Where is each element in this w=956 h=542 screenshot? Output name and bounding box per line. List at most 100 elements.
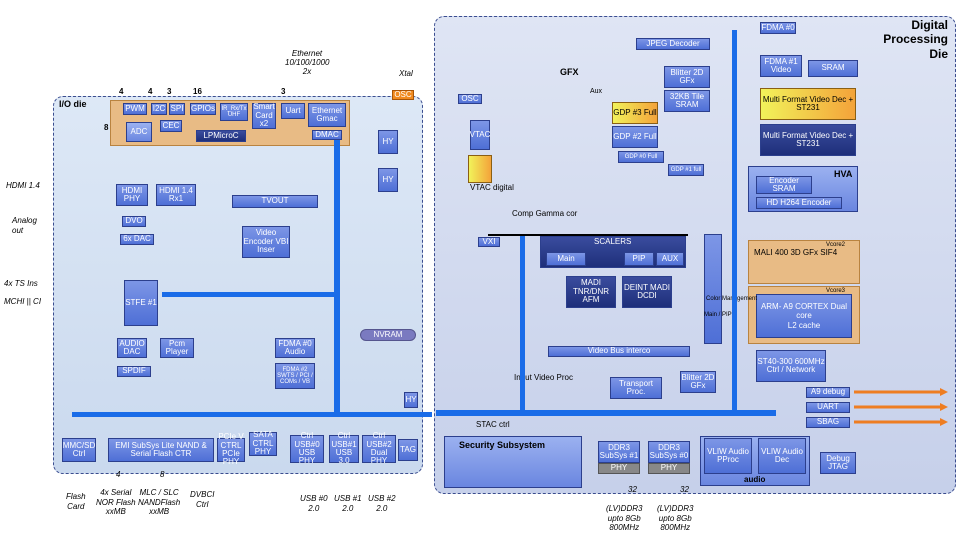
color-mgmt-label: Color Management (706, 296, 758, 302)
emi-bus-width: 4 (116, 470, 121, 479)
deint-block: DEINT MADI DCDI (622, 276, 672, 308)
encoder-sram-block: Encoder SRAM (756, 176, 812, 194)
fdma1-block: FDMA #1 Video (760, 55, 802, 77)
hy-block: HY (378, 130, 398, 154)
dp-right-vbus (732, 30, 737, 416)
aux2-block: AUX (656, 252, 684, 266)
video-encoder-block: Video Encoder VBI Inser (242, 226, 290, 258)
fdma0-block: FDMA #0 (760, 22, 796, 34)
hy-block: HY (378, 168, 398, 192)
dp-bottom-bus (436, 410, 776, 416)
vtac-digital-block (468, 155, 492, 183)
uart-block: UART (806, 402, 850, 413)
uart-block: Uart (281, 103, 305, 119)
madi1-block: MADI TNR/DNR AFM (566, 276, 616, 308)
blitter2-block: Blitter 2D GFx (680, 371, 716, 393)
stfe-block: STFE #1 (124, 280, 158, 326)
fdma2-block: FDMA #2 SWTS / PCI / COMs / VB (275, 363, 315, 389)
security-block: Security Subsystem (444, 436, 582, 488)
spi-block: SPI (169, 103, 185, 115)
smartcard-block: Smart Card x2 (252, 102, 276, 129)
pin-count: 4 (148, 87, 153, 96)
st40-block: ST40-300 600MHz Ctrl / Network (756, 350, 826, 382)
vcore2-label: Vcore2 (826, 242, 846, 248)
audio-dac-block: AUDIO DAC (117, 338, 147, 358)
scalers-label: SCALERS (594, 237, 632, 246)
pin-count: 16 (193, 87, 202, 96)
video-bus-block: Video Bus interco (548, 346, 690, 357)
sram-block: SRAM (808, 60, 858, 77)
nand-bus-width: 8 (160, 470, 165, 479)
tile-sram-block: 32KB Tile SRAM (664, 90, 710, 112)
vxi-block: VXI (478, 237, 500, 247)
adc-bus-width: 8 (104, 123, 109, 132)
usb0-block: Ctrl USB#0 USB PHY (290, 432, 324, 465)
pin-count: 3 (281, 87, 286, 96)
vtac-digital-label: VTAC digital (470, 183, 514, 192)
dmac-block: DMAC (312, 130, 342, 140)
pin-count: 3 (167, 87, 172, 96)
comp-label: Comp Gamma cor (512, 209, 578, 218)
vcore3-label: Vcore3 (826, 288, 846, 294)
usb2-block: Ctrl USB#2 Dual PHY (362, 432, 396, 465)
hdmi-rx-block: HDMI 1.4 Rx1 (156, 184, 196, 206)
blitter-block: Blitter 2D GFx (664, 66, 710, 88)
input-vid-label: Input Video Proc (514, 373, 574, 382)
vcore2-area (748, 240, 860, 284)
phy0-block: PHY (648, 463, 690, 474)
vliw2-block: VLIW Audio Dec (758, 438, 806, 474)
dac6x-block: 6x DAC (120, 234, 154, 245)
debug-arrows (854, 388, 948, 426)
jpeg-decoder-block: JPEG Decoder (636, 38, 710, 50)
ddr0-bus: 32 (680, 485, 689, 494)
irrx-block: IR_Rx/Tx UHF (220, 103, 248, 121)
pip-block: PIP (624, 252, 654, 266)
usb1-block: Ctrl USB#1 USB 3.0 (329, 432, 359, 465)
pcie-block: PCIe V CTRL PCIe PHY (217, 433, 245, 466)
lpmicroc-block: LPMicroC (196, 130, 246, 142)
phy1-block: PHY (598, 463, 640, 474)
a9debug-block: A9 debug (806, 387, 850, 398)
gpios-block: GPIOs (190, 103, 216, 115)
gdp0-block: GDP #0 Full (618, 151, 664, 163)
gfx-label: GFX (560, 67, 579, 77)
hdmi14-label: HDMI 1.4 (6, 181, 40, 190)
xtal-label: Xtal (399, 69, 413, 78)
io-vertical-bus (334, 140, 340, 416)
stac-label: STAC ctrl (476, 420, 510, 429)
pwm-block: PWM (123, 103, 147, 115)
osc-block: OSC (392, 90, 414, 100)
audio-label: audio (744, 475, 766, 484)
ethernet-gmac-block: Ethernet Gmac (308, 103, 346, 127)
scaler-black-bus (488, 234, 688, 236)
hy-block: HY (404, 392, 418, 408)
mchi-label: MCHI || CI (4, 297, 42, 306)
hd264-block: HD H264 Encoder (756, 197, 842, 209)
gdp2-block: GDP #2 Full (612, 126, 658, 148)
gdp1-block: GDP #1 full (668, 164, 704, 176)
mali-label: MALI 400 3D GFx SIF4 (754, 248, 838, 257)
gdp3-block: GDP #3 Full (612, 102, 658, 124)
mmcsd-block: MMC/SD Ctrl (62, 438, 96, 462)
fdma0-io-block: FDMA #0 Audio (275, 338, 315, 358)
cec-block: CEC (160, 120, 182, 132)
hva-label: HVA (834, 169, 853, 179)
io-die (53, 96, 423, 474)
tvout-block: TVOUT (232, 195, 318, 208)
mfvd1-block: Multi Format Video Dec + ST231 (760, 88, 856, 120)
stfe-bus (162, 292, 334, 297)
color-mgmt-block (704, 234, 722, 344)
vtac-block: VTAC (470, 120, 490, 150)
i2c-block: I2C (151, 103, 167, 115)
ddr0-block: DDR3 SubSys #0 (648, 441, 690, 463)
tag-block: TAG (398, 439, 418, 461)
